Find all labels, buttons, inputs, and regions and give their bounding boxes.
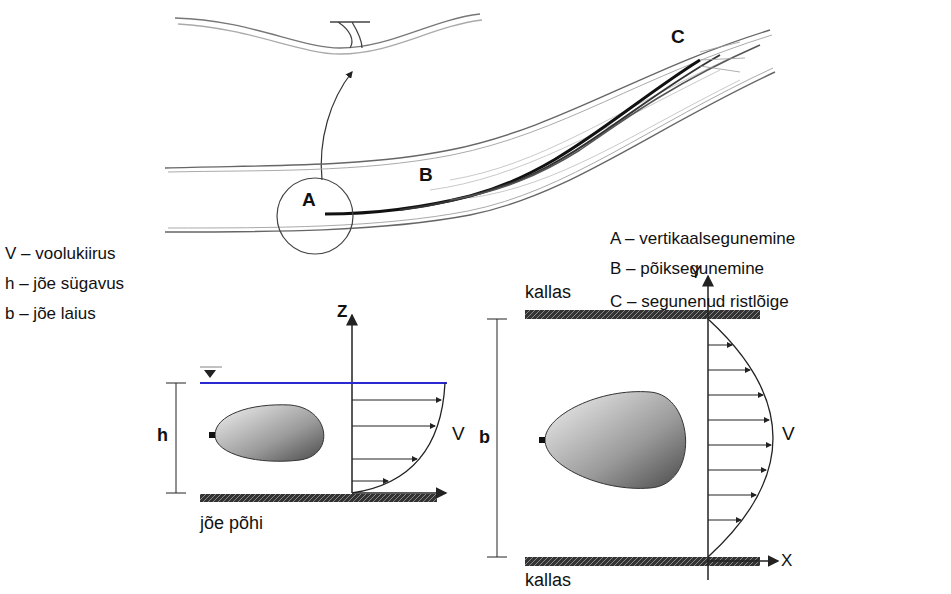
callout-letter: C [671,27,685,48]
axis-label: X [781,552,792,571]
symbol-note: V – voolukiirus [5,245,116,264]
velocity-label: V [452,424,465,445]
callout-letter: A [302,190,316,211]
legend-note: A – vertikaalsegunemine [610,230,795,249]
legend-note: B – põiksegunemine [610,260,764,279]
bank-label: kallas [525,571,571,591]
bed-label: jõe põhi [200,514,263,534]
dimension-label: b [479,428,490,448]
dimension-label: h [157,426,168,446]
symbol-note: b – jõe laius [5,305,96,324]
bank-label: kallas [525,283,571,303]
legend-note: C – segunenud ristlõige [610,293,789,312]
velocity-label: V [782,424,795,445]
axis-label: Y [690,264,701,283]
symbol-note: h – jõe sügavus [5,275,124,294]
axis-label: Z [337,303,347,322]
callout-letter: B [419,165,433,186]
